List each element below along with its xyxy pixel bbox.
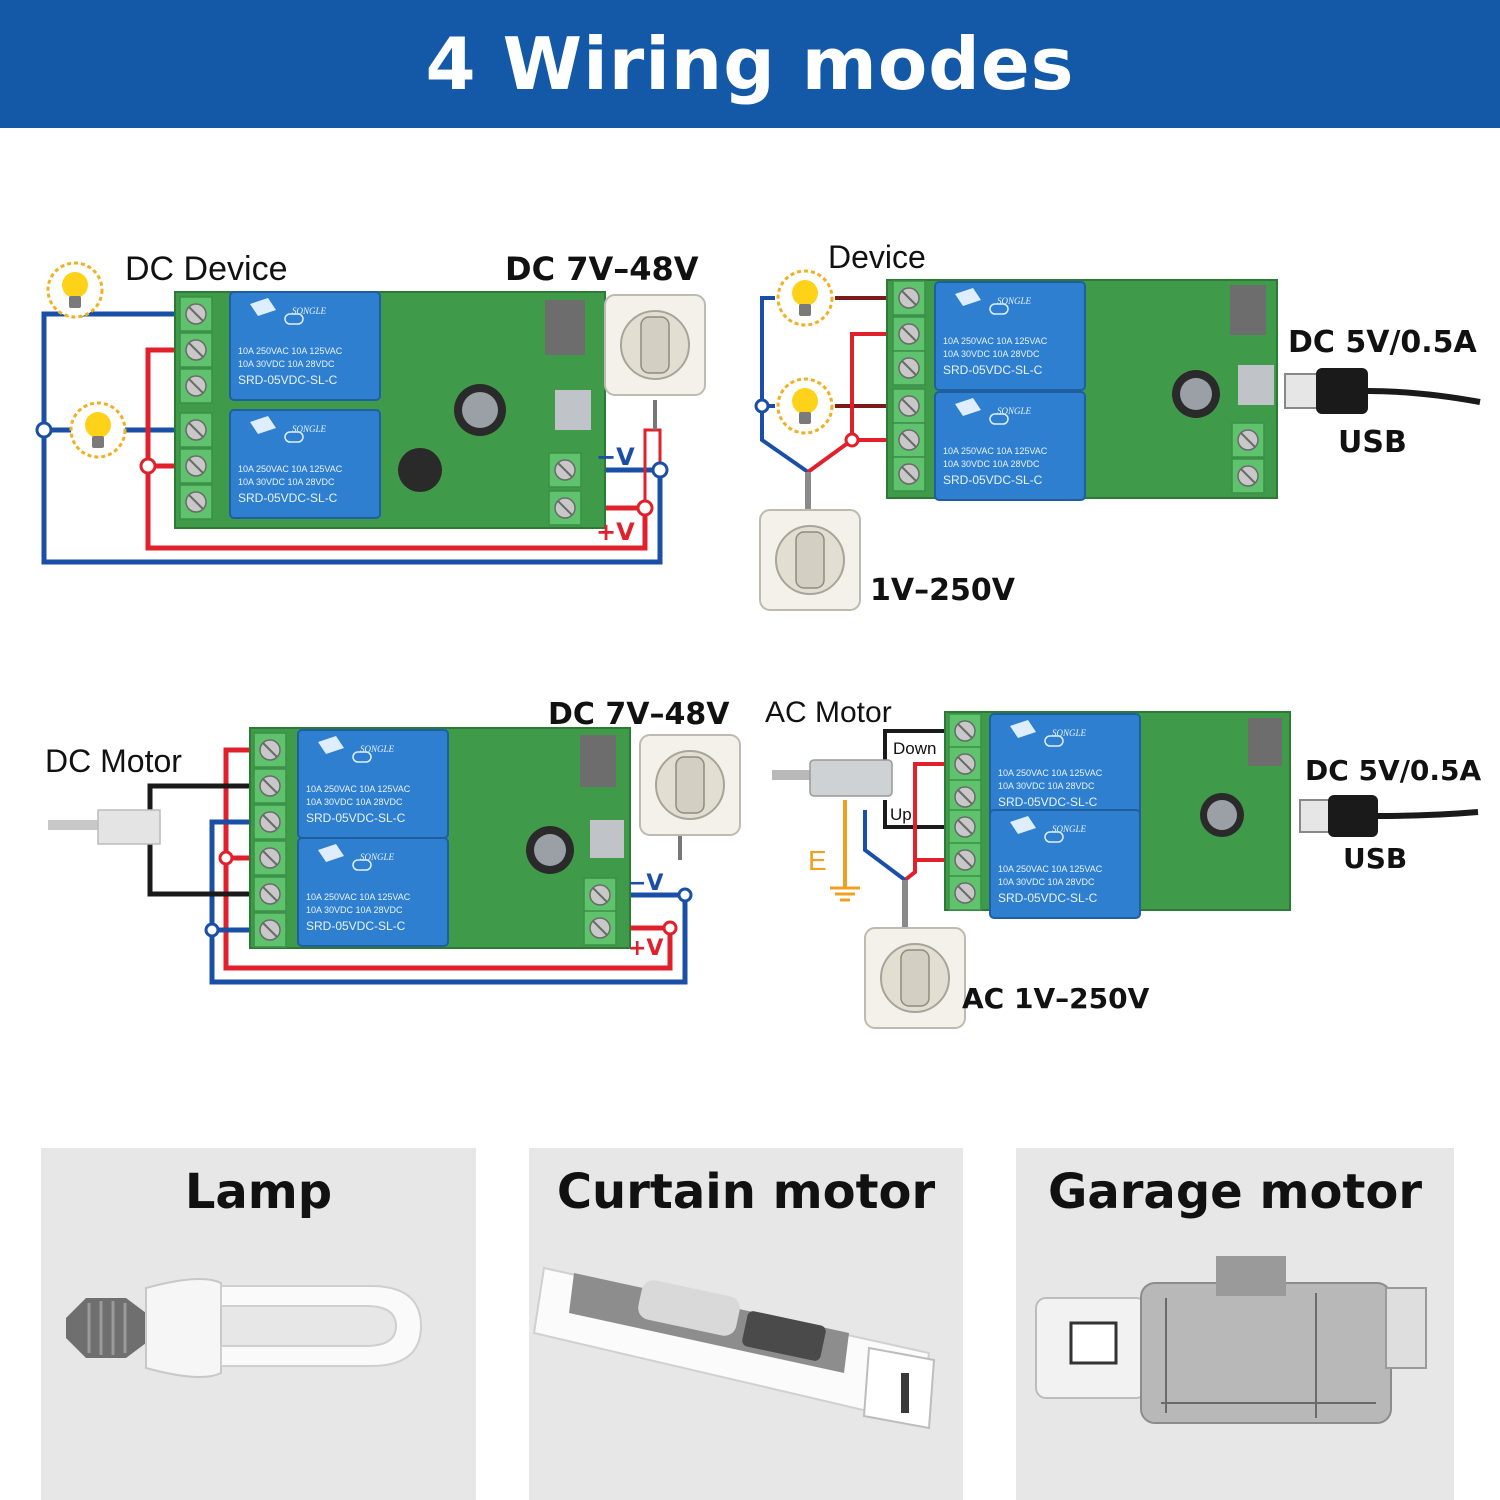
application-title: Garage motor	[1047, 1164, 1423, 1220]
application-card-lamp: Lamp	[41, 1148, 476, 1500]
curtain-motor-illustration	[532, 1266, 936, 1430]
usb-plug-2	[1299, 799, 1331, 833]
plus-v-label: +V	[596, 518, 635, 546]
header-banner: 4 Wiring modes	[0, 0, 1500, 128]
application-title: Curtain motor	[556, 1164, 936, 1220]
application-card-garage-motor: Garage motor	[1016, 1148, 1454, 1500]
garage-motor-illustration	[1035, 1256, 1427, 1424]
dc-motor-body	[97, 809, 161, 845]
minus-v-label-2: −V	[628, 871, 663, 896]
earth-label: E	[808, 845, 827, 876]
dc-5v-label-2: DC 5V/0.5A	[1305, 754, 1482, 787]
dc-5v-label: DC 5V/0.5A	[1288, 325, 1478, 360]
usb-label: USB	[1338, 425, 1407, 460]
mode-dc-device: DC Device DC 7V–48V −V +V	[35, 250, 706, 565]
down-label: Down	[893, 739, 936, 758]
wiring-diagrams: 10A 250VAC 10A 125VAC 10A 30VDC 10A 28VD…	[35, 239, 1482, 1029]
plus-v-label-2: +V	[628, 936, 663, 961]
ac-motor-label: AC Motor	[765, 696, 892, 729]
application-title: Lamp	[184, 1164, 333, 1220]
page-title: 4 Wiring modes	[425, 22, 1075, 106]
mode-ac-motor: AC Motor Down Up E DC 5V/0.5A USB AC 1V–…	[765, 696, 1482, 1029]
ac-range-label: 1V–250V	[870, 573, 1016, 608]
mode-dc-motor: DC Motor DC 7V–48V −V +V	[45, 697, 741, 985]
dc-motor-label: DC Motor	[45, 743, 182, 779]
mode-device: Device DC 5V/0.5A USB 1V–250V	[754, 239, 1481, 611]
dc-supply-label-2: DC 7V–48V	[548, 697, 730, 732]
usb-label-2: USB	[1343, 842, 1407, 875]
ac-range-label-2: AC 1V–250V	[962, 982, 1150, 1015]
device-label: Device	[828, 239, 926, 275]
application-card-curtain-motor: Curtain motor	[529, 1148, 963, 1500]
up-label: Up	[890, 805, 912, 824]
minus-v-label: −V	[596, 443, 635, 471]
dc-supply-label: DC 7V–48V	[505, 250, 699, 288]
dc-device-label: DC Device	[125, 250, 287, 288]
lamp-illustration	[66, 1278, 423, 1378]
ac-motor-body	[809, 759, 893, 797]
usb-plug	[1284, 373, 1318, 409]
